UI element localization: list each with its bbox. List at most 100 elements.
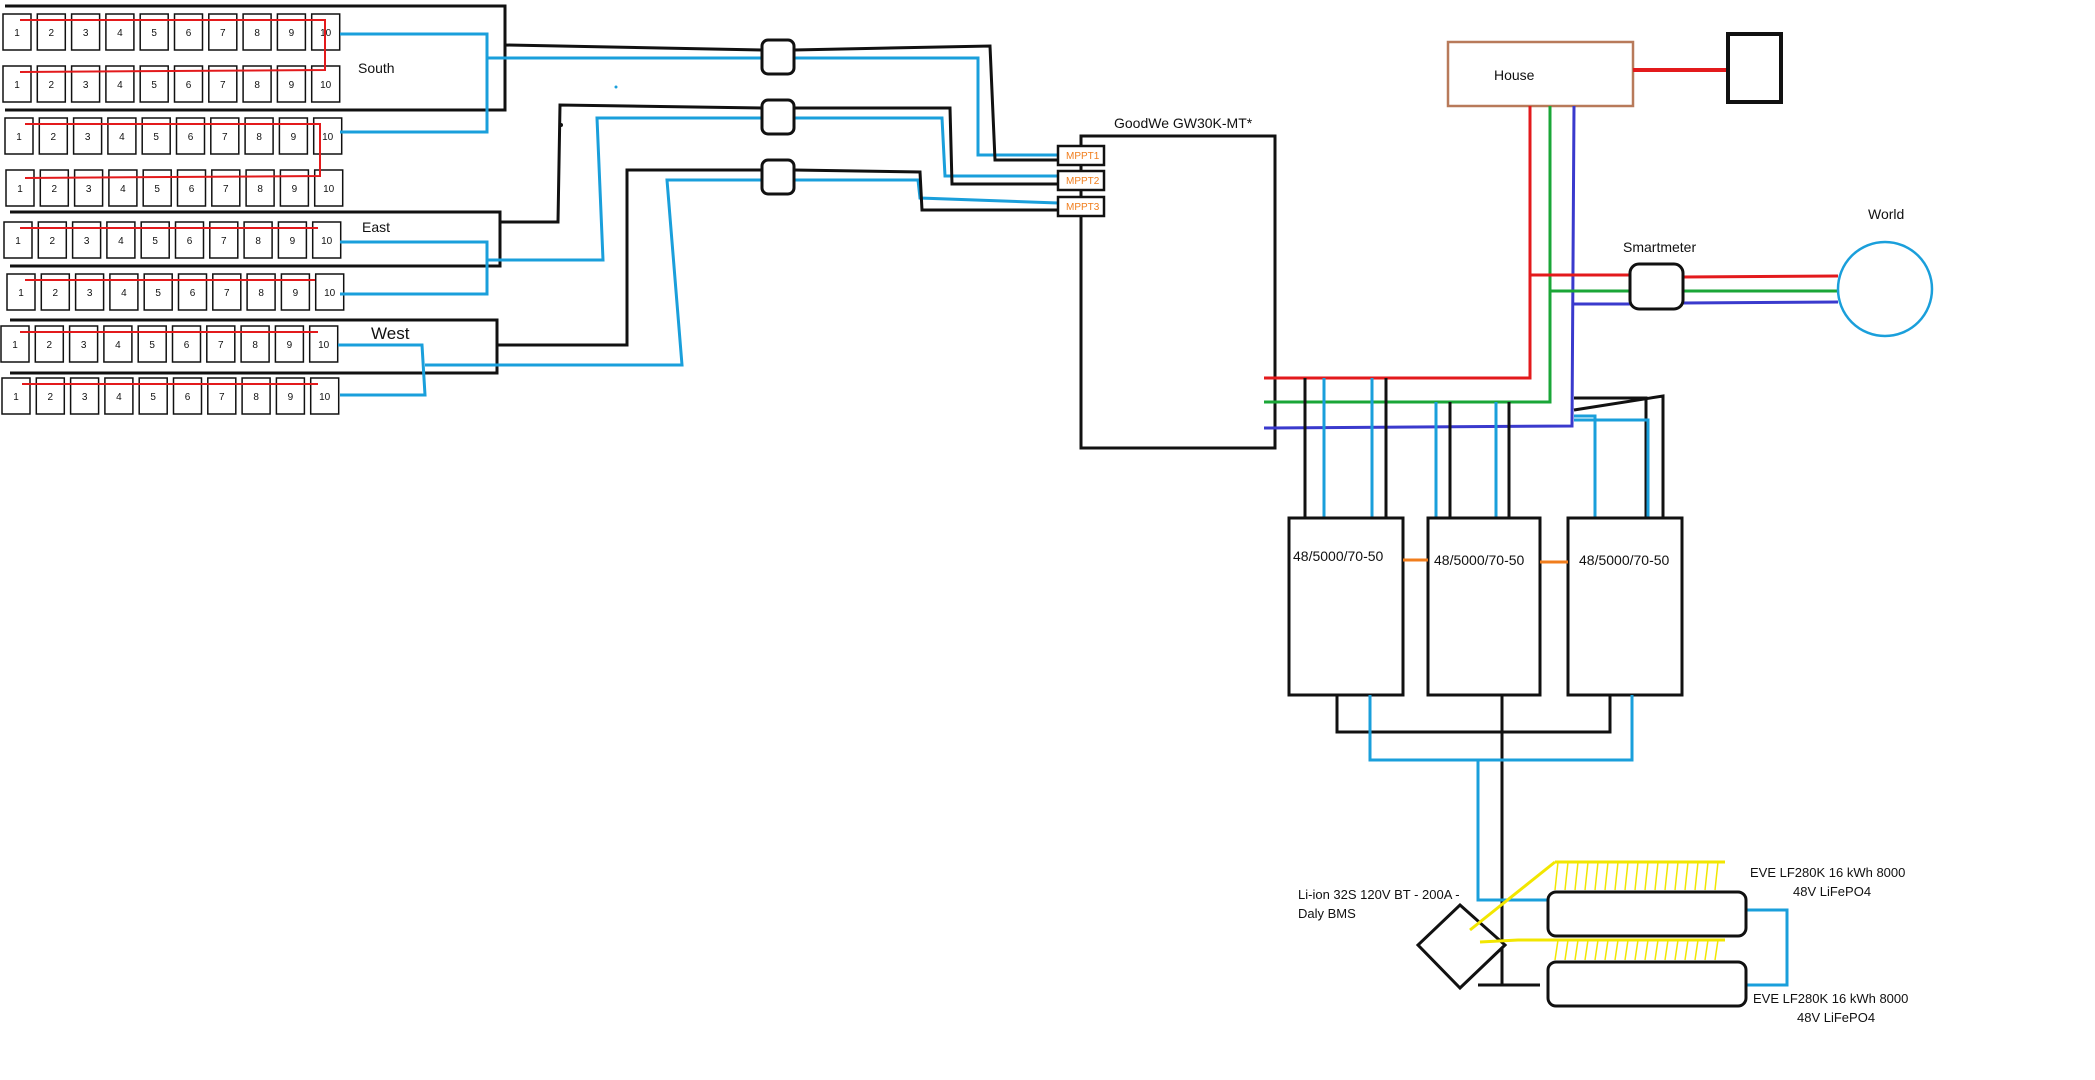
pv-panel-number: 7 (222, 132, 228, 143)
smartmeter-label: Smartmeter (1623, 239, 1696, 255)
pv-panel-number: 9 (289, 80, 295, 91)
battery-label-line2: 48V LiFePO4 (1797, 1010, 1875, 1025)
inverter-body (1079, 134, 1277, 450)
pv-panel-number: 8 (252, 340, 258, 351)
dc-return-cables (497, 43, 1058, 347)
pv-panel-number: 7 (223, 184, 229, 195)
pv-panel-number: 4 (118, 236, 124, 247)
pv-panel-number: 10 (319, 392, 331, 403)
pv-panel-number: 1 (12, 340, 18, 351)
pv-panel (73, 169, 104, 207)
pv-panel-number: 3 (84, 236, 90, 247)
pv-panel-number: 6 (190, 288, 196, 299)
pv-panel-number: 2 (53, 288, 59, 299)
pv-panel-number: 9 (292, 184, 298, 195)
pv-panel-number: 2 (52, 184, 58, 195)
pv-panel-number: 7 (219, 392, 225, 403)
pv-panel (208, 65, 238, 103)
pv-panel-number: 1 (14, 80, 20, 91)
pv-panel (314, 273, 345, 311)
pv-panel-number: 3 (87, 288, 93, 299)
pv-panel-number: 2 (50, 236, 56, 247)
pv-panel-number: 10 (320, 80, 332, 91)
battery-bank: EVE LF280K 16 kWh 8000 48V LiFePO4 EVE L… (1469, 860, 1908, 1025)
string-label-south: South (358, 60, 395, 76)
pv-panel-number: 8 (258, 288, 264, 299)
house-panel-box (1726, 32, 1783, 104)
pv-panel-number: 6 (184, 340, 190, 351)
pv-panel (108, 169, 138, 207)
pv-panel-number: 7 (220, 28, 226, 39)
pv-panel-number: 3 (83, 80, 89, 91)
pv-panel-number: 10 (322, 132, 334, 143)
mppt-labels: MPPT1 MPPT2 MPPT3 (1066, 151, 1100, 213)
pv-panel-number: 4 (116, 392, 122, 403)
victron-unit (1566, 516, 1684, 697)
pv-panel-number: 8 (253, 392, 259, 403)
bms-node: Li-ion 32S 120V BT - 200A - Daly BMS (1298, 887, 1508, 991)
pv-panel-number: 2 (49, 80, 55, 91)
mppt-inputs (1056, 144, 1106, 218)
pv-panel-number: 1 (18, 288, 24, 299)
string-combiners (760, 38, 796, 196)
ac-phase-cables (1263, 105, 1839, 430)
victron-ac-cables (1303, 378, 1665, 518)
world-node: World (1836, 206, 1934, 338)
stray-dots (559, 85, 618, 127)
pv-panel-number: 4 (121, 288, 127, 299)
pv-panel-number: 8 (255, 236, 261, 247)
victron-unit (1426, 516, 1542, 697)
pv-panel-number: 9 (287, 340, 293, 351)
house-label: House (1494, 67, 1535, 83)
battery-pack (1546, 960, 1748, 1008)
goodwe-inverter: GoodWe GW30K-MT* MPPT1 MPPT2 MPPT3 (1056, 115, 1277, 450)
panel-series-wires (19, 19, 326, 385)
pv-panel (312, 117, 343, 155)
battery-label-line2: 48V LiFePO4 (1793, 884, 1871, 899)
combiner-box (760, 158, 796, 196)
pv-panel (1, 377, 31, 415)
dc-string-cables (338, 32, 1059, 397)
pv-panel-number: 6 (186, 28, 192, 39)
pv-panel-number: 5 (152, 236, 158, 247)
bms-label-line1: Li-ion 32S 120V BT - 200A - (1298, 887, 1460, 902)
pv-panel-number: 1 (15, 236, 21, 247)
pv-panel (5, 169, 35, 207)
battery-label-line1: EVE LF280K 16 kWh 8000 (1750, 865, 1905, 880)
victron-inverters: 48/5000/70-50 48/5000/70-50 48/5000/70-5… (1287, 516, 1684, 697)
world-label: World (1868, 206, 1904, 222)
pv-panel-number: 9 (291, 132, 297, 143)
bms-diamond (1415, 902, 1508, 991)
pv-panel-number: 9 (288, 392, 294, 403)
pv-panel-number: 6 (185, 392, 191, 403)
pv-panel-number: 7 (224, 288, 230, 299)
pv-panel (276, 65, 307, 103)
pv-panel-number: 10 (324, 288, 336, 299)
mppt-input (1056, 195, 1106, 218)
pv-panel-number: 1 (14, 28, 20, 39)
string-label-west: West (371, 324, 410, 343)
house-node: House (1446, 32, 1783, 108)
battery-pack (1546, 890, 1748, 938)
pv-panel-number: 5 (150, 392, 156, 403)
smartmeter-box (1628, 262, 1685, 311)
cell-balance-wires (1469, 860, 1725, 961)
pv-panel-number: 1 (13, 392, 19, 403)
pv-panel-number: 7 (220, 80, 226, 91)
pv-panel-number: 5 (154, 184, 160, 195)
pv-panel-number: 3 (85, 132, 91, 143)
pv-panel-number: 5 (151, 28, 157, 39)
pv-panel-number: 3 (86, 184, 92, 195)
pv-panel-number: 5 (149, 340, 155, 351)
battery-dc-bus (1335, 695, 1789, 987)
victron-label: 48/5000/70-50 (1293, 548, 1384, 564)
pv-panel-number: 8 (254, 80, 260, 91)
pv-panel-number: 2 (49, 28, 55, 39)
house-box (1446, 40, 1635, 108)
pv-panel (173, 65, 204, 103)
pv-panel-number: 5 (151, 80, 157, 91)
pv-panel-number: 6 (186, 80, 192, 91)
pv-panel-number: 3 (81, 340, 87, 351)
